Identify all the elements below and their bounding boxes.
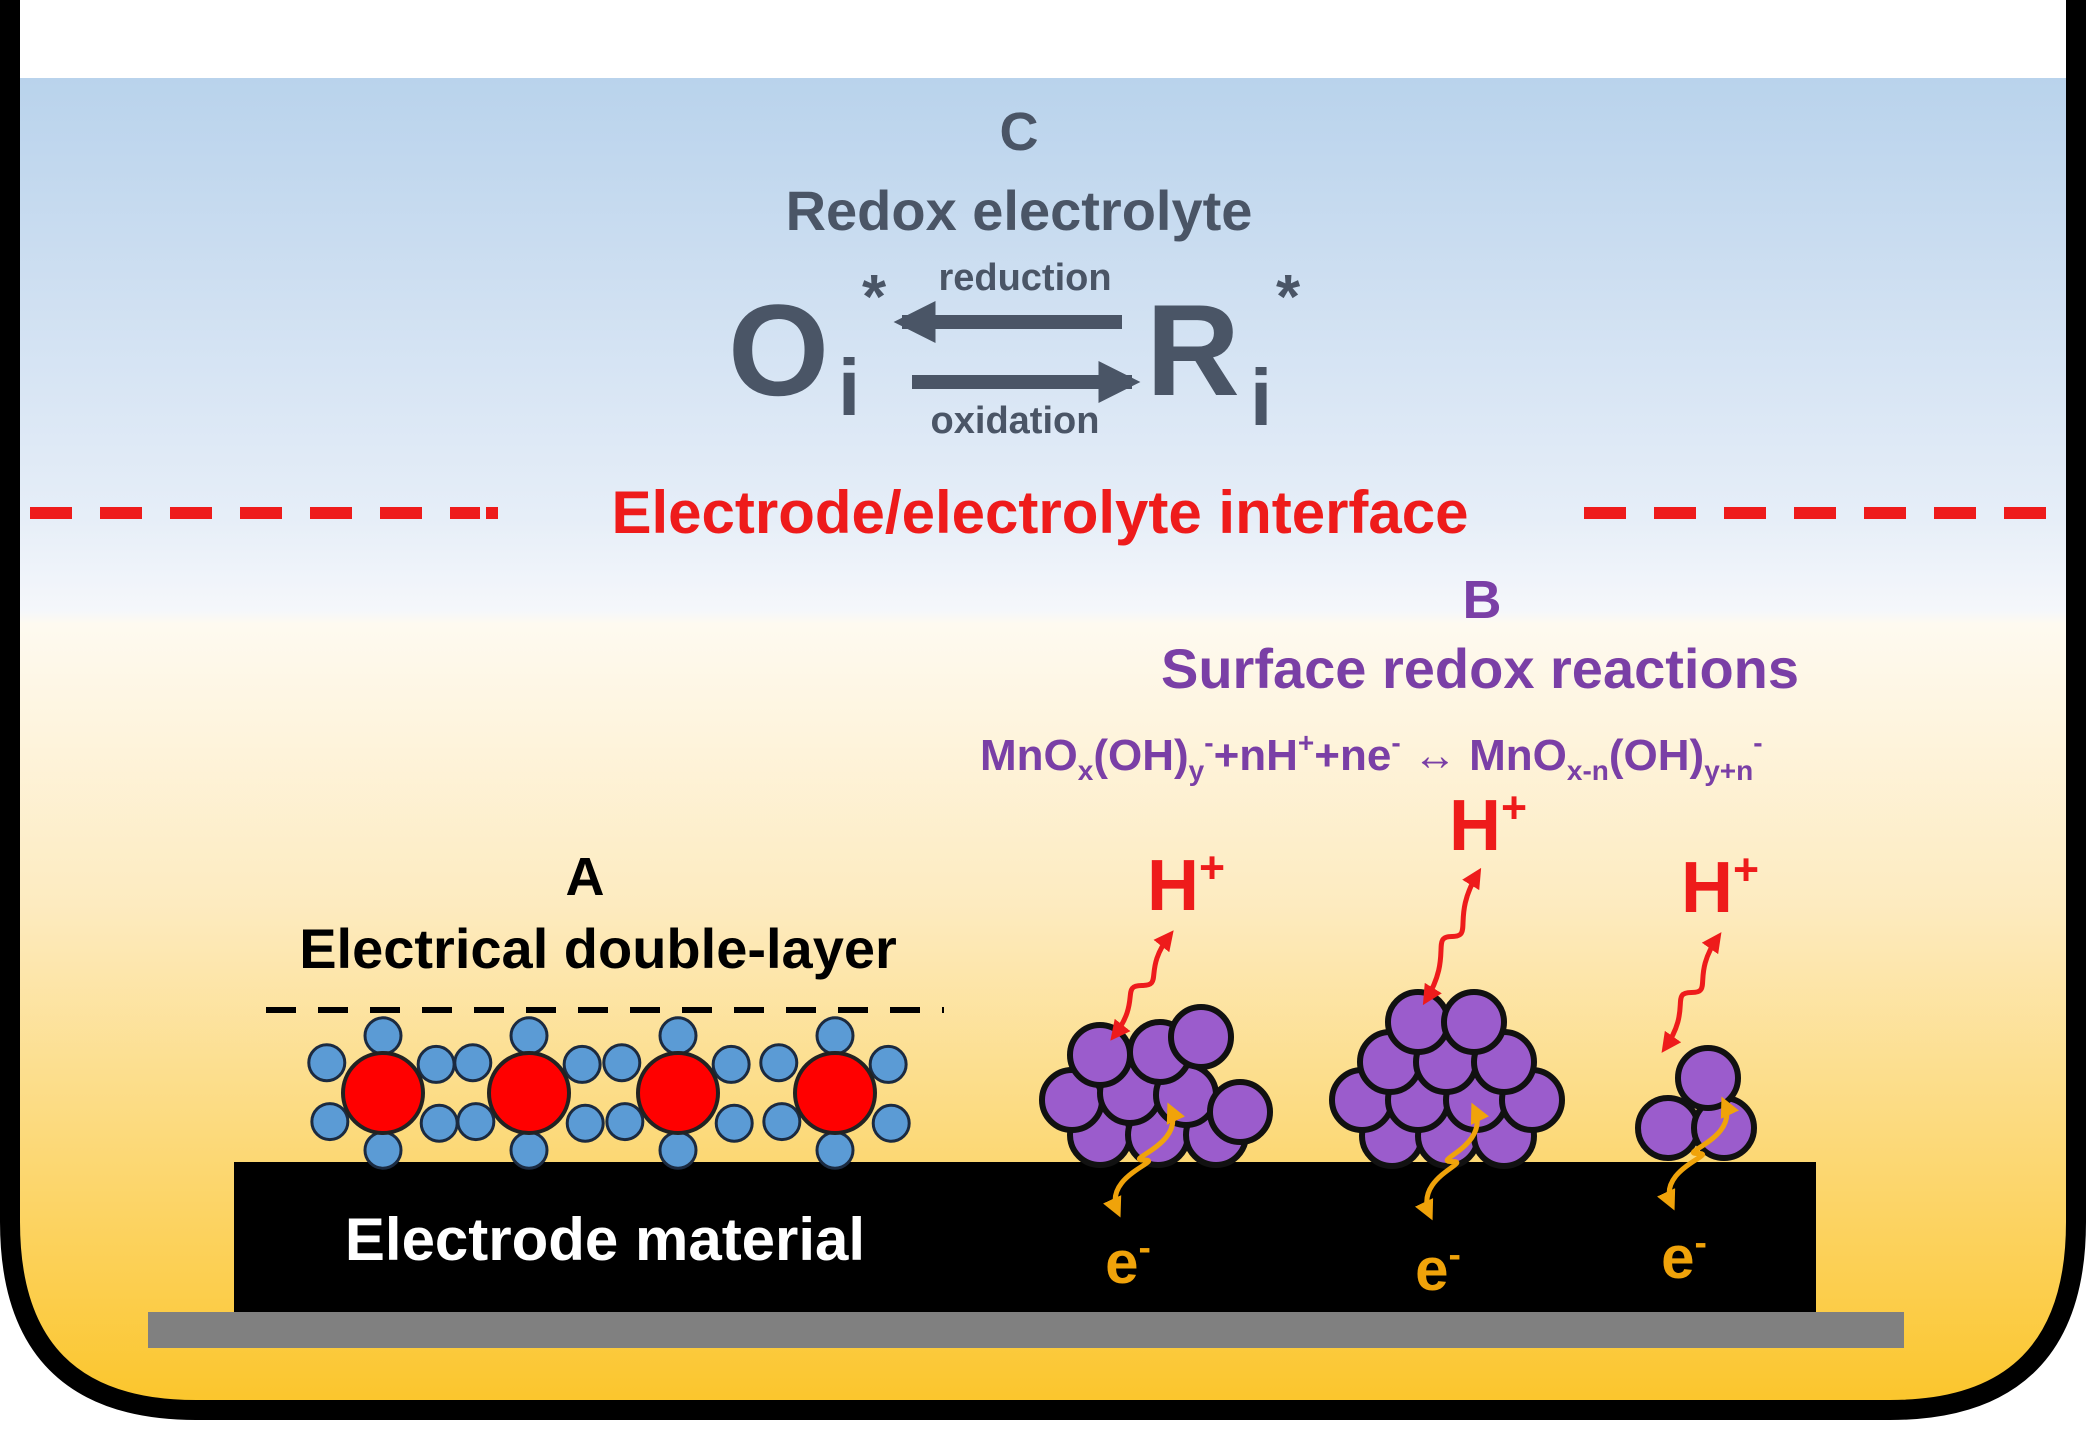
mno2-particle [1635, 1095, 1701, 1161]
ion-core [487, 1051, 571, 1135]
solvent-molecule [658, 1130, 698, 1170]
solvated-ions [307, 1016, 911, 1170]
solvent-molecule [759, 1043, 799, 1083]
mno2-particle [1207, 1079, 1273, 1145]
proton-label: H+ [1449, 784, 1527, 866]
solvent-molecule [605, 1102, 645, 1142]
mno2-particle [1067, 1022, 1133, 1088]
solvent-molecule [363, 1130, 403, 1170]
solvent-molecule [762, 1102, 802, 1142]
ion-core [636, 1051, 720, 1135]
electron-arrow [1103, 1102, 1185, 1218]
solvent-molecule [307, 1043, 347, 1083]
solvent-molecule [658, 1016, 698, 1056]
reduction-label: reduction [938, 257, 1111, 299]
reduced-species: R [1146, 277, 1240, 423]
electrode-label: Electrode material [345, 1206, 865, 1273]
electron-label: e- [1415, 1233, 1461, 1303]
section-c-letter: C [1000, 102, 1039, 162]
solvent-molecule [509, 1016, 549, 1056]
section-b-letter: B [1463, 570, 1502, 630]
solvent-molecule [562, 1044, 602, 1084]
section-a-letter: A [566, 847, 605, 907]
solvent-molecule [456, 1102, 496, 1142]
solvated-ion [453, 1016, 605, 1170]
oxidized-subscript: i [838, 343, 860, 432]
solvent-molecule [711, 1044, 751, 1084]
electron-label: e- [1105, 1226, 1151, 1296]
reduced-subscript: i [1250, 353, 1272, 442]
oxidation-label: oxidation [931, 400, 1100, 442]
solvent-molecule [416, 1044, 456, 1084]
section-c-title: Redox electrolyte [786, 179, 1253, 242]
electron-arrow [1415, 1102, 1489, 1221]
solvent-molecule [310, 1102, 350, 1142]
solvent-molecule [419, 1103, 459, 1143]
mno2-particle [1168, 1004, 1234, 1070]
ion-core [341, 1051, 425, 1135]
proton-label: H+ [1681, 846, 1759, 928]
electron-arrow [1657, 1096, 1739, 1211]
solvated-ion [602, 1016, 754, 1170]
oxidized-species: O [728, 277, 829, 423]
section-b-title: Surface redox reactions [1161, 637, 1799, 700]
solvent-molecule [602, 1043, 642, 1083]
solvated-ion [307, 1016, 459, 1170]
solvent-molecule [565, 1103, 605, 1143]
electrode-material [234, 1162, 1816, 1312]
substrate [148, 1312, 1904, 1348]
proton-arrow [1661, 932, 1722, 1053]
solvent-molecule [714, 1103, 754, 1143]
mno2-particle [1441, 989, 1507, 1055]
ion-core [793, 1051, 877, 1135]
interface-label: Electrode/electrolyte interface [611, 479, 1468, 546]
proton-arrow [1422, 867, 1482, 1006]
mno2-particle [1385, 989, 1451, 1055]
solvent-molecule [363, 1016, 403, 1056]
solvent-molecule [871, 1103, 911, 1143]
surface-redox-equation: MnOx(OH)y-+nH++ne- ↔ MnOx-n(OH)y+n- [980, 727, 1763, 786]
interface-dot [486, 507, 498, 519]
section-a-title: Electrical double-layer [299, 917, 897, 980]
solvent-molecule [868, 1044, 908, 1084]
solvent-molecule [815, 1130, 855, 1170]
solvent-molecule [815, 1016, 855, 1056]
proton-label: H+ [1147, 844, 1225, 926]
solvent-molecule [509, 1130, 549, 1170]
solvent-molecule [453, 1043, 493, 1083]
proton-arrow [1110, 930, 1174, 1041]
oxidized-star: * [862, 263, 887, 332]
reduced-star: * [1276, 263, 1301, 332]
redox-couple: O i * R i * reduction oxidation [728, 257, 1301, 442]
charge-transfer-arrows: H+ H+ H+ e-e-e- [1103, 784, 1759, 1303]
electron-label: e- [1661, 1221, 1707, 1291]
mno2-particle [1675, 1045, 1741, 1111]
solvated-ion [759, 1016, 911, 1170]
